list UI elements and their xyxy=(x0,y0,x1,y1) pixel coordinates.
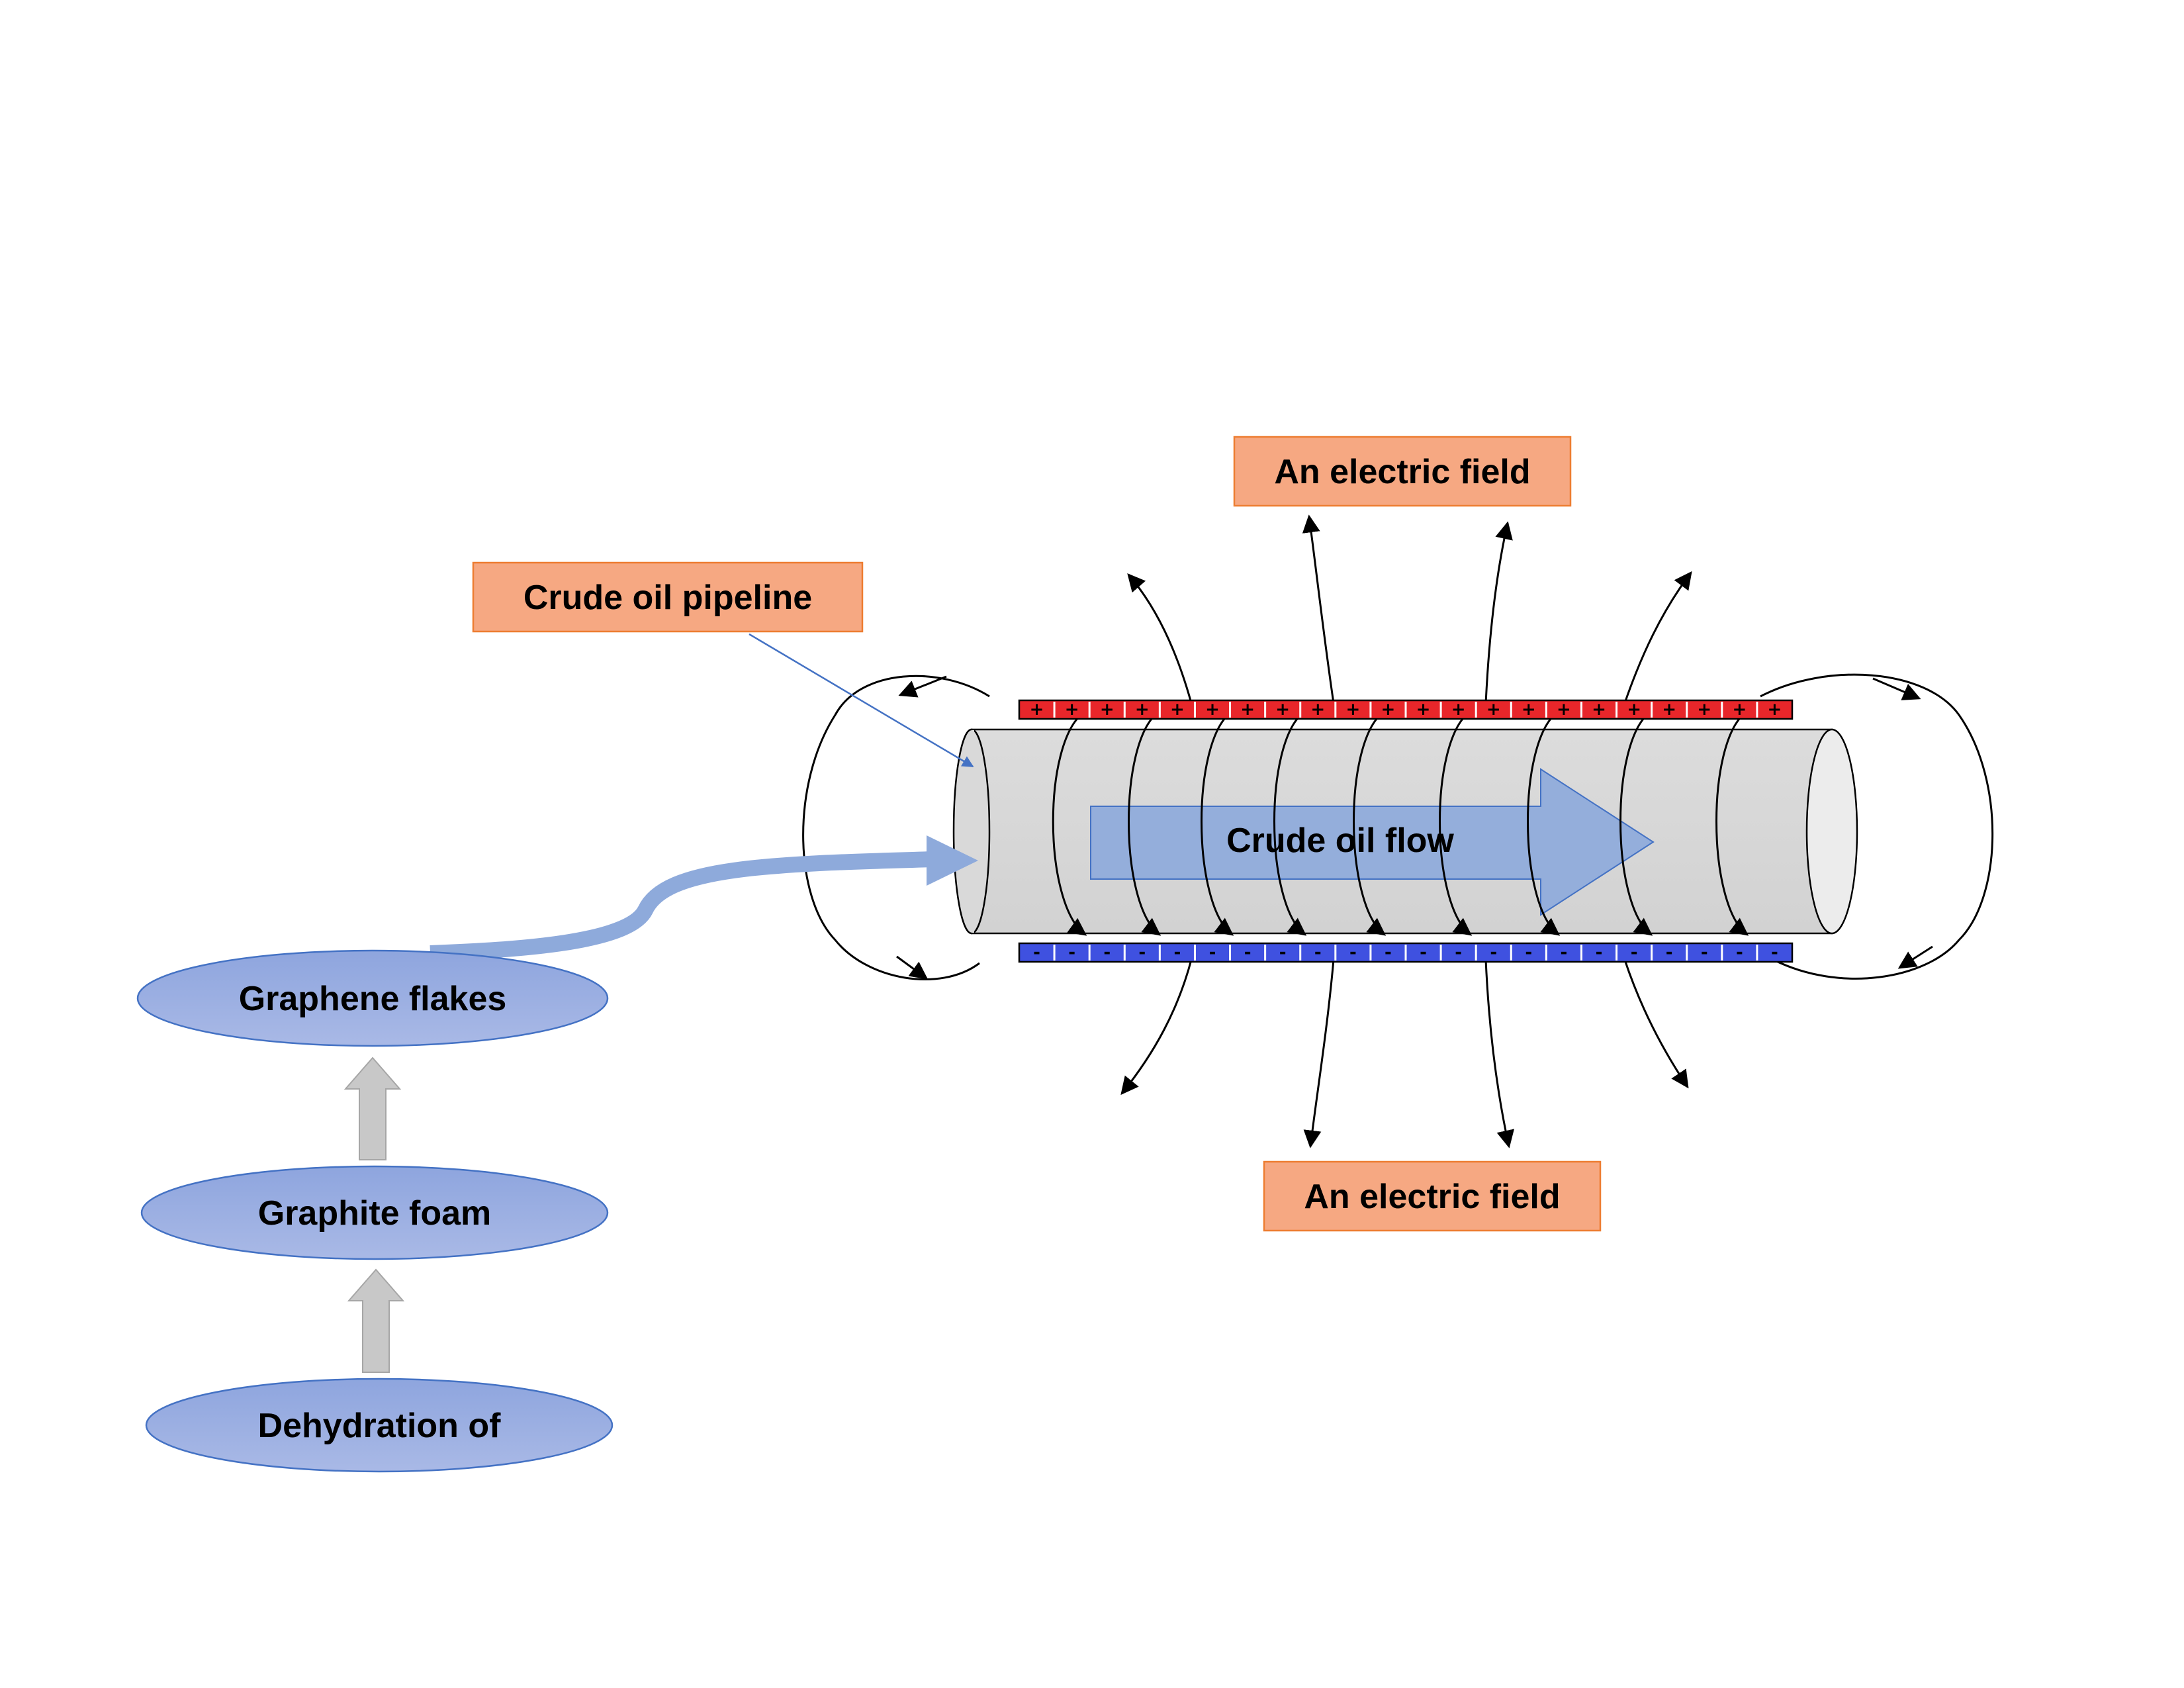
positive-charge-symbol: + xyxy=(1065,700,1079,720)
negative-charge-symbol: - xyxy=(1771,943,1778,962)
negative-charge-symbol: - xyxy=(1209,943,1216,962)
negative-charge-symbol: - xyxy=(1631,943,1638,962)
step-graphite-foam: Graphite foam xyxy=(140,1165,609,1260)
fringe-field-lines xyxy=(802,673,1994,980)
positive-charge-symbol: + xyxy=(1240,700,1255,720)
negative-charge-symbol: - xyxy=(1174,943,1181,962)
negative-plate: ---------------------- xyxy=(1018,942,1794,963)
up-arrow-icon xyxy=(343,1056,402,1160)
field-lines-bottom xyxy=(1120,959,1689,1149)
positive-charge-symbol: + xyxy=(1416,700,1431,720)
field-lines-top xyxy=(1127,514,1692,704)
step-dehydration: Dehydration of xyxy=(145,1378,614,1473)
negative-charge-symbol: - xyxy=(1701,943,1708,962)
step-label: Dehydration of xyxy=(258,1407,502,1445)
positive-charge-symbol: + xyxy=(1310,700,1325,720)
positive-charge-symbol: + xyxy=(1662,700,1676,720)
negative-charge-symbol: - xyxy=(1138,943,1146,962)
positive-charge-symbol: + xyxy=(1381,700,1396,720)
positive-charge-symbol: + xyxy=(1345,700,1360,720)
negative-charge-symbol: - xyxy=(1068,943,1075,962)
positive-charge-symbol: + xyxy=(1205,700,1220,720)
negative-charge-symbol: - xyxy=(1385,943,1392,962)
up-arrow-icon xyxy=(347,1268,405,1373)
positive-charge-symbol: + xyxy=(1030,700,1044,720)
electric-field-top-label: An electric field xyxy=(1274,453,1530,491)
negative-charge-symbol: - xyxy=(1349,943,1357,962)
field-loops xyxy=(1052,710,1749,936)
positive-charge-symbol: + xyxy=(1135,700,1150,720)
positive-charge-symbol: + xyxy=(1697,700,1711,720)
pipeline-pointer-arrow xyxy=(749,633,974,768)
feed-arrow xyxy=(430,835,978,961)
negative-charge-symbol: - xyxy=(1244,943,1251,962)
negative-charge-symbol: - xyxy=(1103,943,1111,962)
flow-label: Crude oil flow xyxy=(1226,821,1454,860)
negative-charge-symbol: - xyxy=(1314,943,1322,962)
positive-charge-symbol: + xyxy=(1732,700,1747,720)
negative-charge-symbol: - xyxy=(1666,943,1673,962)
negative-charge-symbol: - xyxy=(1596,943,1603,962)
positive-charge-symbol: + xyxy=(1451,700,1466,720)
negative-charge-symbol: - xyxy=(1561,943,1568,962)
positive-charge-symbol: + xyxy=(1100,700,1115,720)
negative-charge-symbol: - xyxy=(1455,943,1462,962)
positive-charge-symbol: + xyxy=(1592,700,1606,720)
callout-electric-field-top: An electric field xyxy=(1233,436,1572,507)
negative-charge-symbol: - xyxy=(1490,943,1497,962)
positive-charge-symbol: + xyxy=(1557,700,1571,720)
positive-plate: + + + + + + + + + + + + + + + + + + + + + + xyxy=(1018,699,1794,720)
callout-pipeline: Crude oil pipeline xyxy=(472,561,864,633)
positive-charge-symbol: + xyxy=(1768,700,1782,720)
positive-charge-symbol: + xyxy=(1627,700,1641,720)
pipeline-label: Crude oil pipeline xyxy=(523,579,812,617)
callout-electric-field-bottom: An electric field xyxy=(1263,1160,1602,1232)
positive-charge-symbol: + xyxy=(1486,700,1501,720)
step-label: Graphite foam xyxy=(258,1194,492,1233)
negative-charge-symbol: - xyxy=(1033,943,1040,962)
step-graphene-flakes: Graphene flakes xyxy=(136,949,609,1047)
negative-charge-symbol: - xyxy=(1420,943,1427,962)
negative-charge-symbol: - xyxy=(1525,943,1532,962)
negative-charge-symbol: - xyxy=(1736,943,1743,962)
positive-charge-symbol: + xyxy=(1275,700,1290,720)
positive-charge-symbol: + xyxy=(1522,700,1536,720)
step-label: Graphene flakes xyxy=(239,980,507,1018)
electric-field-bottom-label: An electric field xyxy=(1304,1178,1560,1216)
positive-charge-symbol: + xyxy=(1170,700,1185,720)
negative-charge-symbol: - xyxy=(1279,943,1287,962)
flow-arrow: Crude oil flow xyxy=(1090,768,1655,916)
